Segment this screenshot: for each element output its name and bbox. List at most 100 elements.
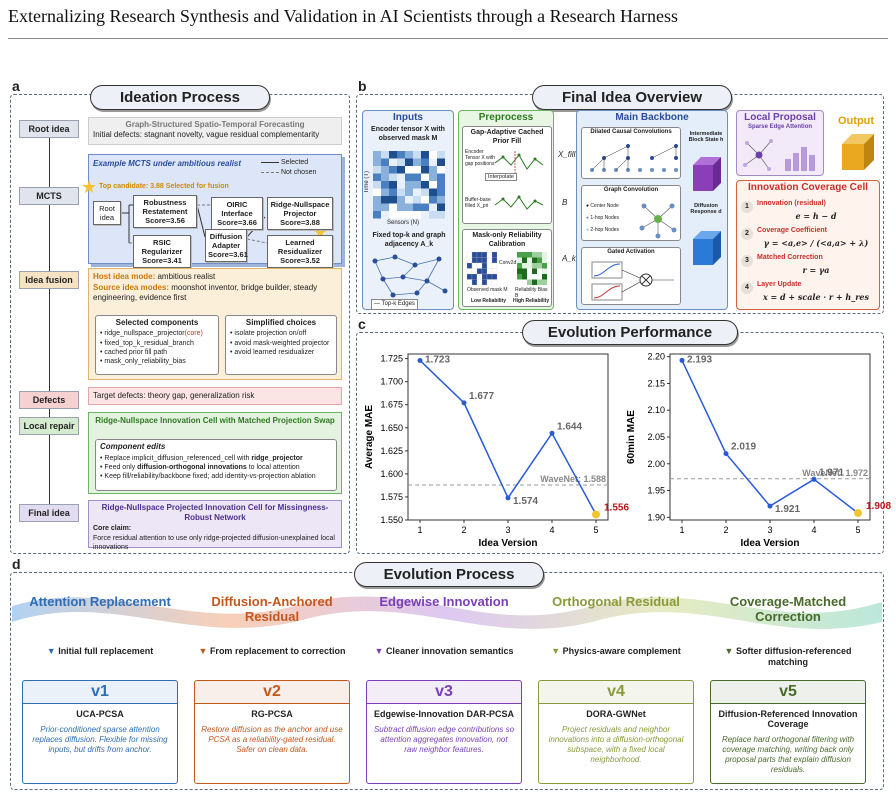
y-tick-label: 1.95 xyxy=(647,486,665,496)
heatmap-cell xyxy=(397,181,405,189)
heatmap-cell xyxy=(373,203,381,211)
stage-name-v5: Coverage-Matched Correction xyxy=(729,594,847,624)
sparse-attention-diagram xyxy=(743,139,815,171)
heatmap-cell xyxy=(429,181,437,189)
reliability-cell xyxy=(517,268,522,274)
heatmap-cell xyxy=(437,151,445,159)
mask-cell xyxy=(466,279,473,286)
stage-note-v3: ▼ Cleaner innovation semantics xyxy=(362,646,526,657)
reliability-cell xyxy=(517,252,522,258)
stage-root: Root idea xyxy=(19,120,79,138)
version-description: Subtract diffusion edge contributions so… xyxy=(373,725,515,754)
heatmap-cell xyxy=(381,166,389,174)
icc-step-name: Innovation (residual) xyxy=(757,200,826,207)
heatmap-cell xyxy=(413,173,421,181)
x-tick-label: 4 xyxy=(549,525,554,535)
encoder-gap-label: Encoder Tensor X with gap positions xyxy=(465,149,496,167)
core-claim-label: Core claim: xyxy=(93,525,132,532)
title-rule xyxy=(8,38,888,39)
y-tick-label: 1.650 xyxy=(380,423,403,433)
output-label: Output xyxy=(838,115,875,127)
inputs-block: Inputs Encoder tensor X with observed ma… xyxy=(362,110,454,310)
data-label: 1.723 xyxy=(425,354,450,365)
selected-item-2: • cached prior fill path xyxy=(100,349,168,356)
heatmap-cell xyxy=(389,211,397,219)
reliability-cell xyxy=(537,274,542,280)
graph-conv-title: Graph Convolution xyxy=(603,187,659,193)
stage-name-v2: Diffusion-Anchored Residual xyxy=(211,594,333,624)
heatmap-cell xyxy=(437,188,445,196)
reliability-cell xyxy=(517,274,522,280)
heatmap-cell xyxy=(429,196,437,204)
y-tick-label: 1.550 xyxy=(380,515,403,525)
stage-note-text: Initial full replacement xyxy=(58,646,154,656)
heatmap-cell xyxy=(413,188,421,196)
triangle-down-icon: ▼ xyxy=(551,646,563,656)
source-modes-value: moonshot inventor, bridge builder, stead… xyxy=(93,283,318,302)
graph-conv-box: Graph Convolution ● Center Node ● 1-hop … xyxy=(581,185,681,241)
fusion-box: Host idea mode: ambitious realist Source… xyxy=(88,268,342,380)
local-proposal-block: Local Proposal Sparse Edge Attention xyxy=(736,110,824,176)
y-tick-label: 2.00 xyxy=(647,459,665,469)
heatmap-cell xyxy=(397,196,405,204)
heatmap-cell xyxy=(413,158,421,166)
host-mode: Host idea mode: ambitious realist xyxy=(89,269,341,282)
heatmap-cell xyxy=(437,158,445,166)
data-point xyxy=(417,357,423,363)
heatmap-cell xyxy=(421,151,429,159)
stage-note-v1: ▼ Initial full replacement xyxy=(18,646,182,657)
x-tick-label: 2 xyxy=(723,525,728,535)
mask-cell xyxy=(491,251,498,258)
edit-1: • Replace implicit_diffusion_referenced_… xyxy=(100,455,303,462)
panel-c-letter: c xyxy=(358,316,366,332)
stage-mcts: MCTS xyxy=(19,187,79,205)
final-idea-box: Ridge-Nullspace Projected Innovation Cel… xyxy=(88,500,342,551)
heatmap-cell xyxy=(397,166,405,174)
reliability-cell xyxy=(522,257,527,263)
data-point xyxy=(767,503,773,509)
reliability-cell xyxy=(542,274,547,280)
heatmap-cell xyxy=(429,203,437,211)
heatmap-cell xyxy=(405,173,413,181)
heatmap-cell xyxy=(413,196,421,204)
mask-cell xyxy=(466,262,473,269)
heatmap-cell xyxy=(413,166,421,174)
heatmap-cell xyxy=(381,188,389,196)
core-tag: (core) xyxy=(184,330,203,337)
heatmap-cell xyxy=(429,151,437,159)
mask-cell xyxy=(471,279,478,286)
baseline-label: WaveNet: 1.972 xyxy=(802,468,868,478)
series-line xyxy=(681,360,859,514)
mask-cell xyxy=(476,262,483,269)
reliability-cell xyxy=(532,268,537,274)
heatmap-cell xyxy=(381,211,389,219)
x-tick-label: 5 xyxy=(855,525,860,535)
data-label: 1.574 xyxy=(513,496,538,507)
x-tick-label: 1 xyxy=(417,525,422,535)
data-point xyxy=(679,357,685,363)
panel-d-letter: d xyxy=(12,556,21,572)
heatmap-cell xyxy=(381,203,389,211)
y-axis-label: Average MAE xyxy=(364,405,375,469)
heatmap-cell xyxy=(413,181,421,189)
version-number: v4 xyxy=(539,681,693,704)
x-tick-label: 4 xyxy=(811,525,816,535)
mask-cell xyxy=(476,279,483,286)
y-axis-label: 60min MAE xyxy=(626,410,637,464)
heatmap-cell xyxy=(389,203,397,211)
center-node-label: Center Node xyxy=(590,203,619,209)
reliability-cell xyxy=(532,263,537,269)
oiric-label: OIRIC Interface xyxy=(221,200,253,218)
gated-activation-box: Gated Activation xyxy=(581,247,681,305)
x-axis-label: Idea Version xyxy=(479,538,538,549)
version-description: Replace hard orthogonal filtering with c… xyxy=(721,735,855,774)
reliability-cell xyxy=(527,252,532,258)
sensor-axis-label: Sensors (N) xyxy=(387,220,420,226)
b-label: B xyxy=(562,198,568,207)
heatmap-cell xyxy=(437,173,445,181)
heatmap-cell xyxy=(381,181,389,189)
backbone-block: Main Backbone Dilated Causal Convolution… xyxy=(576,110,728,310)
